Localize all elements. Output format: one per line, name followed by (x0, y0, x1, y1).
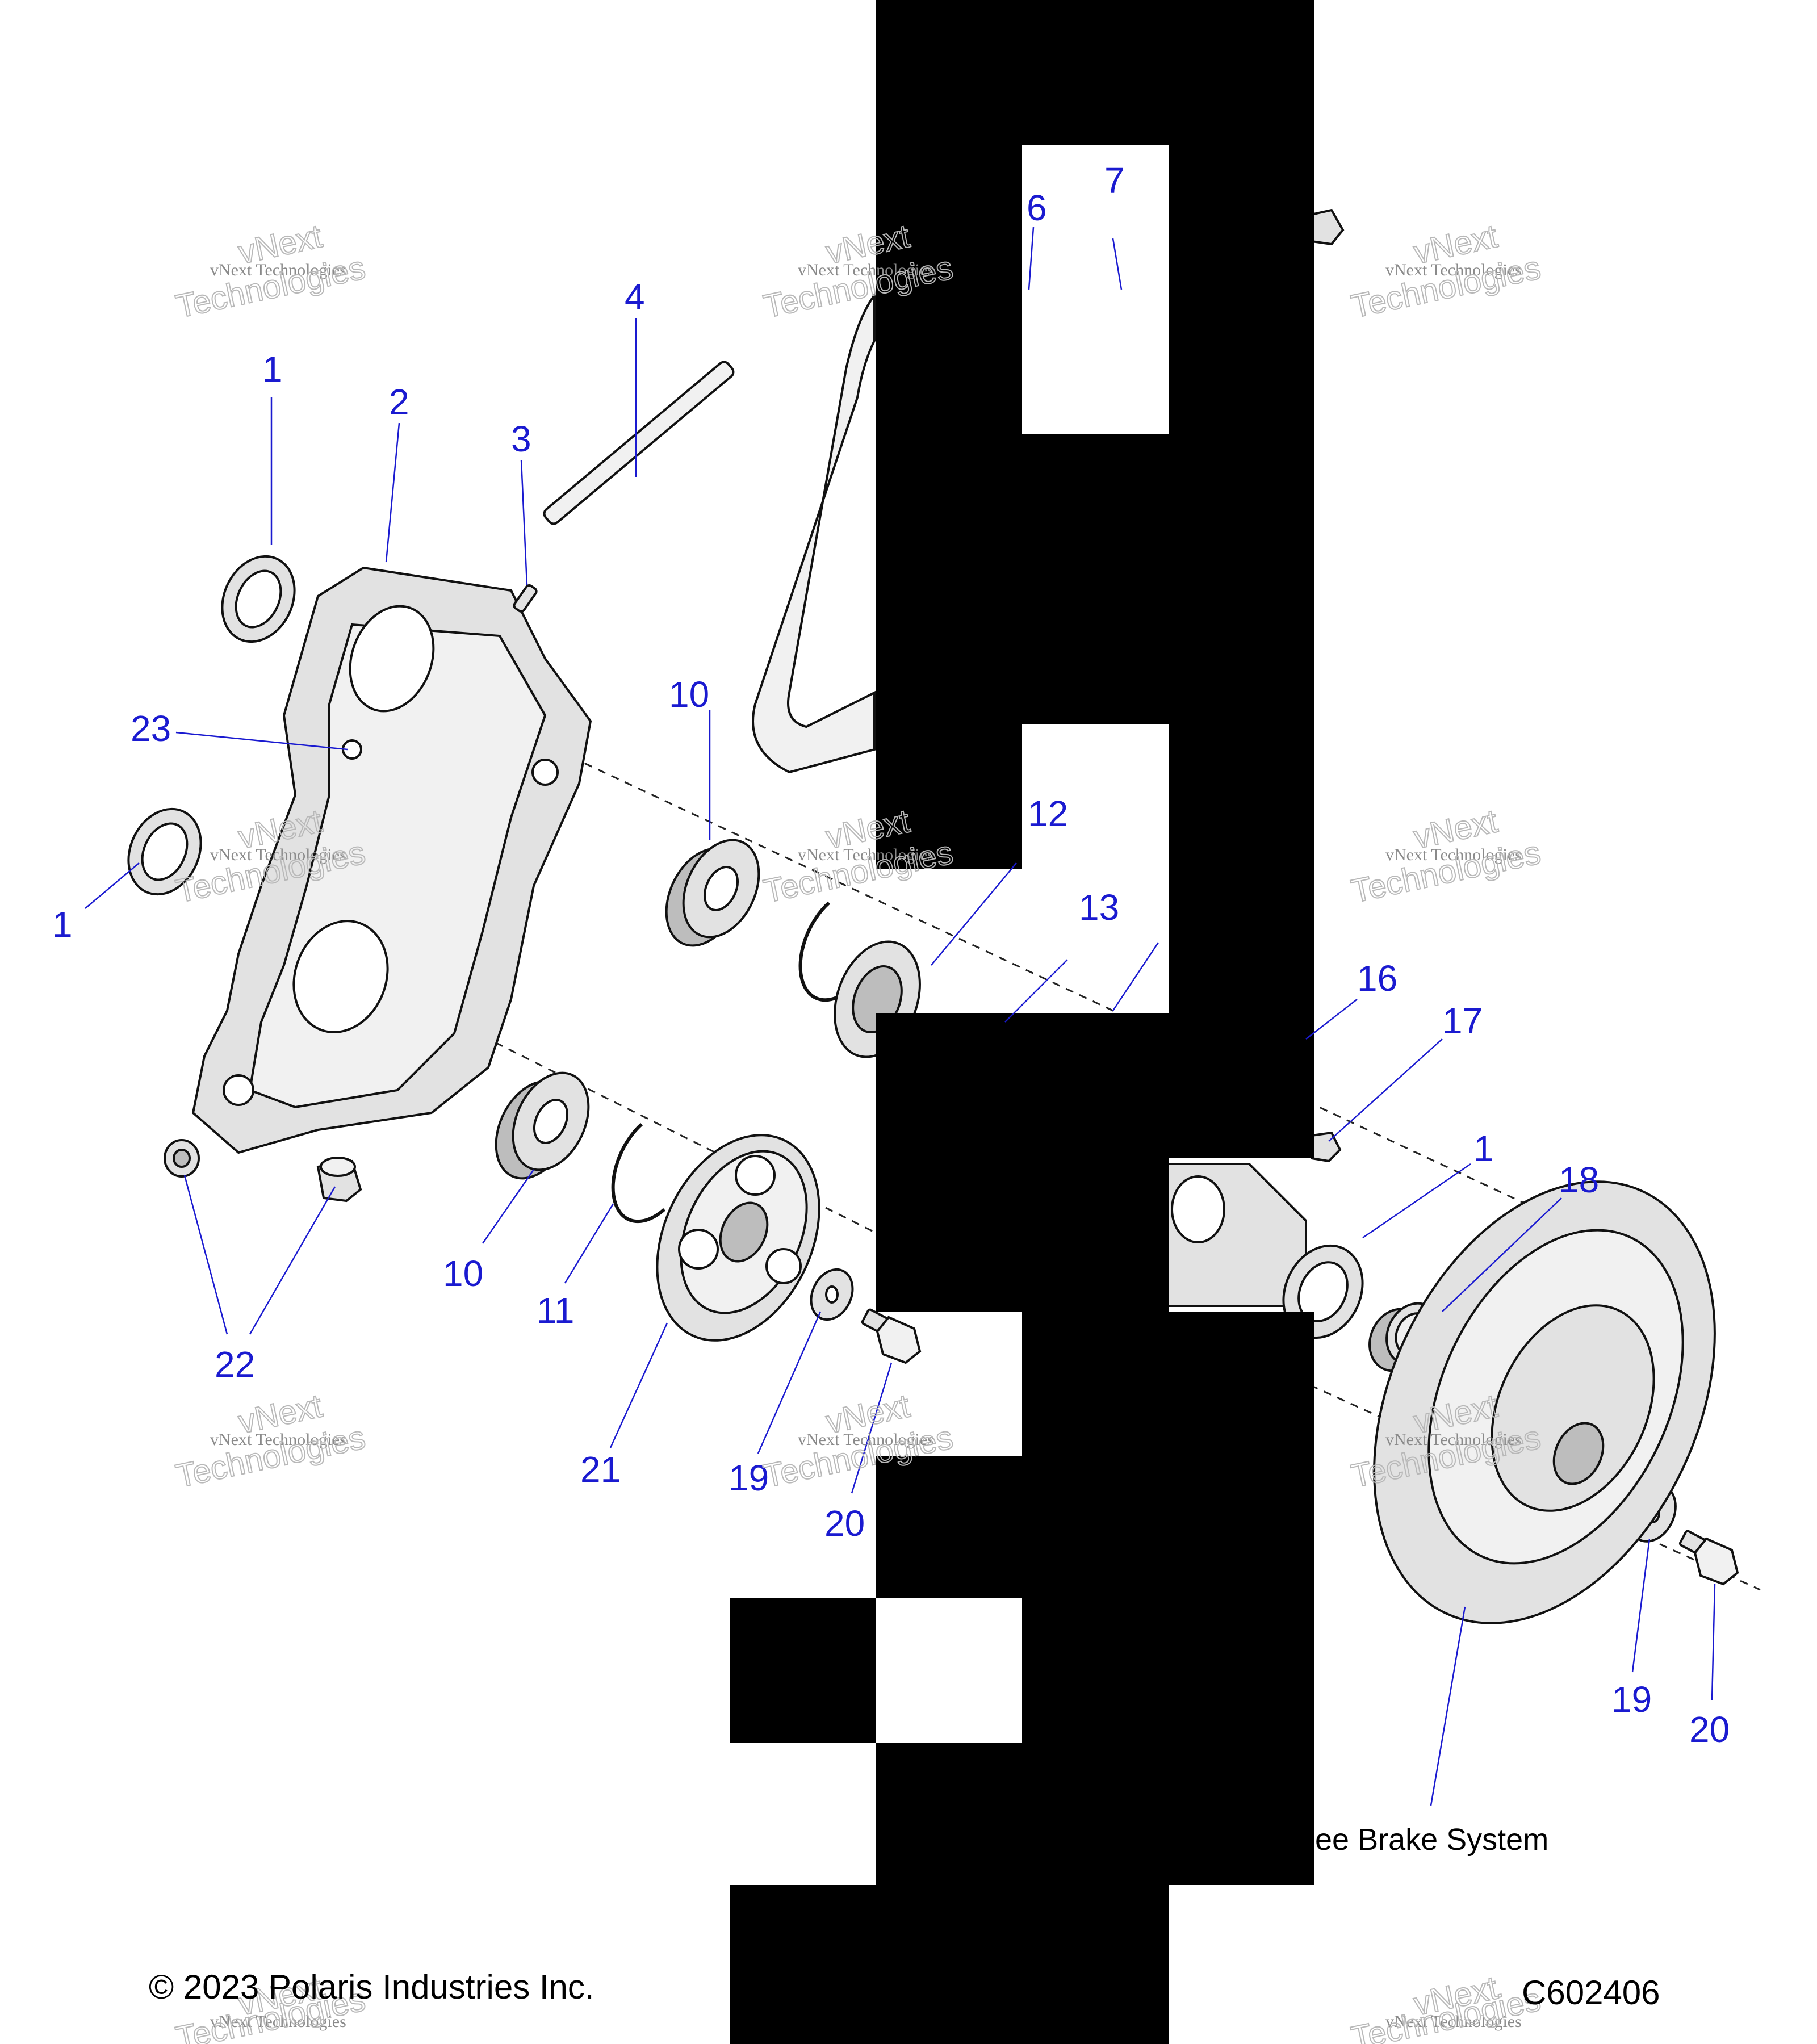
watermark-mid-right: vNext Technologies vNext Technologies (1347, 802, 1544, 910)
svg-text:vNext Technologies: vNext Technologies (1385, 2012, 1522, 2031)
snap-ring-lower (611, 1122, 665, 1224)
callout-4-shaft-rod: 4 (625, 277, 645, 317)
bolt-right (1678, 1530, 1739, 1586)
svg-text:vNext Technologies: vNext Technologies (798, 261, 934, 279)
large-gear (656, 1134, 820, 1342)
svg-text:vNext Technologies: vNext Technologies (210, 261, 346, 279)
drive-belt (752, 291, 876, 774)
callout-6: 6 (1027, 187, 1047, 228)
fastener-17 (1311, 1131, 1342, 1163)
washer-left (810, 1268, 854, 1321)
callout-7: 7 (1104, 160, 1125, 201)
callout-16: 16 (1357, 958, 1397, 999)
callout-21-large-gear: 21 (580, 1449, 621, 1490)
svg-text:vNext Technologies: vNext Technologies (210, 2012, 346, 2031)
watermark-top-right: vNext Technologies vNext Technologies (1347, 217, 1544, 325)
callout-1-upper-seal: 1 (262, 349, 283, 389)
svg-text:vNext Technologies: vNext Technologies (210, 1430, 346, 1449)
see-brake-system-note: See Brake System (1295, 1823, 1548, 1857)
callout-12-small-gear: 12 (1028, 793, 1068, 834)
callout-10-lower-bearing: 10 (443, 1253, 483, 1294)
callout-20-right-bolt: 20 (1689, 1709, 1730, 1750)
seal-lower (127, 807, 202, 896)
dowel-pin (513, 584, 538, 613)
callout-3-dowel-pin: 3 (511, 418, 531, 459)
callout-1-right-seal: 1 (1473, 1128, 1494, 1169)
callout-23: 23 (131, 708, 171, 749)
svg-text:vNext Technologies: vNext Technologies (798, 1430, 934, 1449)
callout-1-lower-seal: 1 (52, 904, 73, 945)
callout-22-plugs: 22 (215, 1344, 255, 1385)
svg-text:vNext Technologies: vNext Technologies (798, 845, 934, 864)
svg-text:vNext Technologies: vNext Technologies (1385, 845, 1522, 864)
callout-13: 13 (1079, 887, 1119, 928)
brake-disc (1373, 1180, 1716, 1624)
callout-10-upper-bearing: 10 (669, 674, 709, 715)
plug-left (164, 1139, 200, 1178)
shaft-rod (543, 361, 735, 525)
case-half (191, 566, 592, 1154)
copyright-text: © 2023 Polaris Industries Inc. (149, 1968, 594, 2006)
svg-text:vNext Technologies: vNext Technologies (1385, 261, 1522, 279)
callout-2-case-half: 2 (389, 382, 409, 422)
leader-lines (85, 227, 1716, 1806)
callout-11-snap-ring: 11 (537, 1290, 574, 1331)
bearing-lower (495, 1071, 590, 1180)
watermark-top-left: vNext Technologies vNext Technologies (172, 217, 369, 325)
drawing-number: C602406 (1522, 1974, 1660, 2012)
callout-17: 17 (1442, 1000, 1483, 1041)
watermarks: vNext Technologies vNext Technologies vN… (172, 217, 1544, 2044)
bolt-left (861, 1308, 922, 1364)
watermark-bottom-right: vNext Technologies vNext Technologies (1347, 1968, 1544, 2044)
svg-text:vNext Technologies: vNext Technologies (1385, 1430, 1522, 1449)
bearing-upper (665, 839, 760, 947)
callout-18-bushing: 18 (1559, 1159, 1599, 1200)
watermark-low-left: vNext Technologies vNext Technologies (172, 1387, 369, 1495)
plug-right (316, 1157, 362, 1203)
callout-19-right-washer: 19 (1611, 1679, 1652, 1720)
redaction-blocks (730, 0, 1314, 2044)
callout-20-left-bolt: 20 (824, 1503, 865, 1544)
snap-ring-upper (798, 901, 853, 1002)
svg-text:vNext Technologies: vNext Technologies (210, 845, 346, 864)
seal-upper (221, 555, 296, 643)
callout-19-left-washer: 19 (729, 1457, 769, 1498)
callout-labels: 1 2 3 4 6 7 23 1 10 12 13 16 17 1 18 10 … (52, 160, 1730, 1750)
